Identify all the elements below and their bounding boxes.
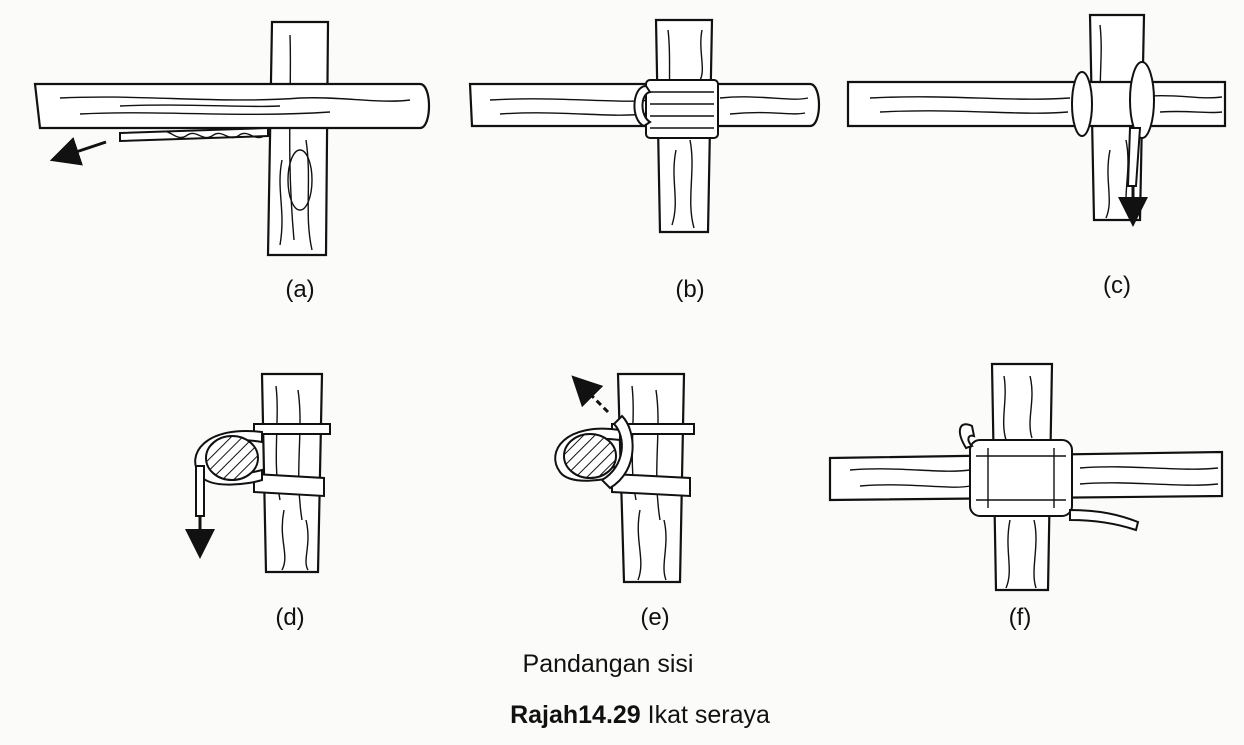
panel-label-a: (a)	[285, 276, 315, 303]
panel-label-f: (f)	[1008, 604, 1032, 631]
arrow-left-icon	[49, 137, 107, 166]
panel-f-drawing	[828, 362, 1224, 592]
arrow-up-left-icon	[571, 375, 610, 414]
figure-title: Ikat seraya	[647, 701, 770, 729]
panel-label-d: (d)	[275, 604, 305, 631]
panel-b-drawing	[468, 18, 820, 234]
panel-label-e: (e)	[640, 604, 670, 631]
panel-c-drawing	[846, 13, 1227, 222]
panel-e-drawing	[554, 372, 695, 584]
panel-a-drawing	[33, 20, 430, 257]
panel-label-b: (b)	[675, 276, 705, 303]
panel-d-drawing	[194, 372, 331, 574]
figure-caption: Rajah14.29 Ikat seraya	[510, 701, 770, 730]
panel-label-c: (c)	[1103, 272, 1131, 299]
figure-number: Rajah14.29	[510, 701, 641, 729]
view-caption: Pandangan sisi	[522, 650, 694, 678]
